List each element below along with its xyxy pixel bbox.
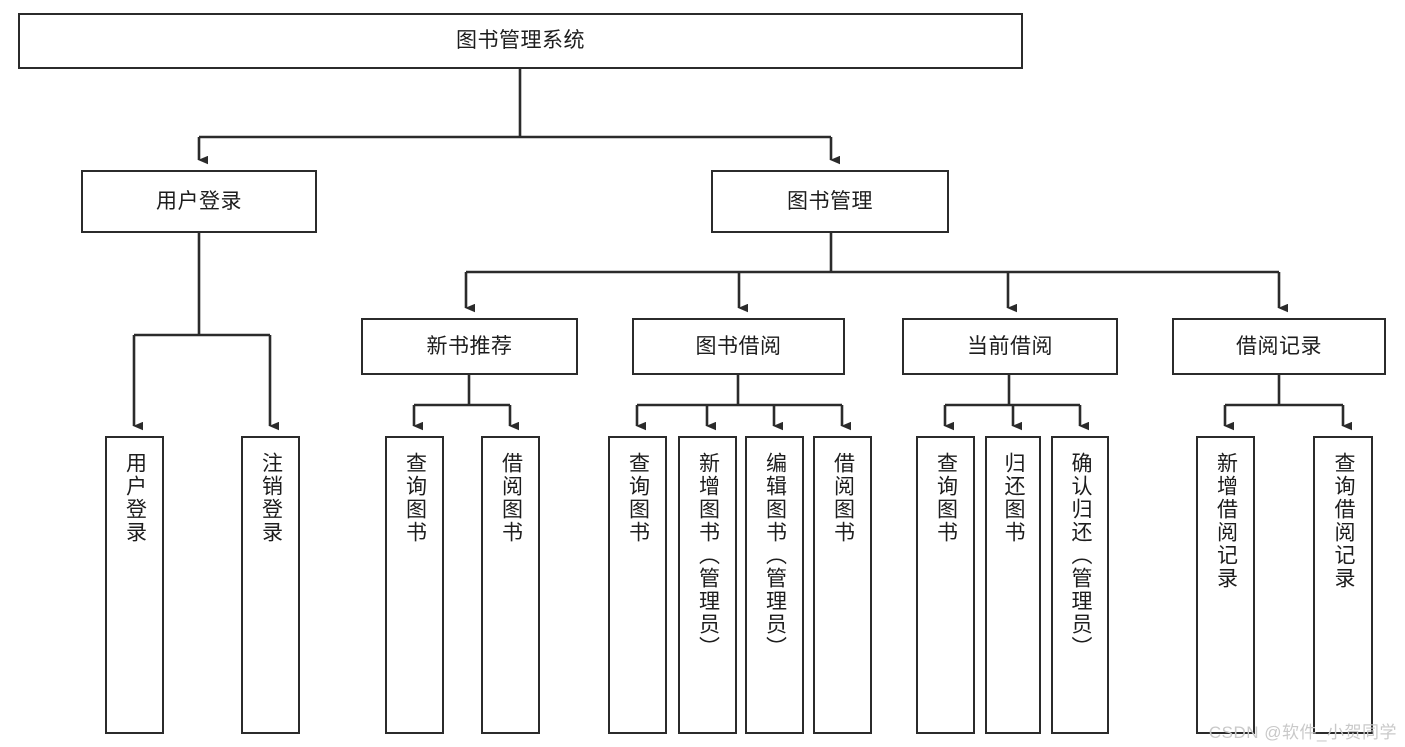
node-leaf-label: 归还图书 — [1002, 452, 1026, 544]
connector-new-book-rec-to-leaves — [412, 375, 519, 431]
connector-borrow-record-to-leaves — [1223, 375, 1352, 431]
node-book-borrow-label: 图书借阅 — [695, 334, 782, 358]
node-leaf-label: 编辑图书（管理员） — [763, 452, 787, 659]
csdn-watermark: CSDN @软件_小贺同学 — [1208, 723, 1397, 742]
node-root-system[interactable]: 图书管理系统 — [18, 13, 1023, 69]
node-new-book-recommend-label: 新书推荐 — [426, 334, 513, 358]
node-leaf-label: 新增图书（管理员） — [696, 452, 720, 659]
node-leaf-label: 注销登录 — [259, 452, 283, 544]
connector-book-borrow-to-leaves — [635, 375, 851, 431]
node-leaf-label: 查询图书 — [934, 452, 958, 544]
node-book-management[interactable]: 图书管理 — [711, 170, 949, 233]
node-leaf-label: 查询借阅记录 — [1332, 452, 1356, 590]
node-leaf-borrow-book-rec[interactable]: 借阅图书 — [481, 436, 540, 734]
node-leaf-label: 借阅图书 — [499, 452, 523, 544]
node-leaf-confirm-return-admin[interactable]: 确认归还（管理员） — [1051, 436, 1109, 734]
node-leaf-edit-book-admin[interactable]: 编辑图书（管理员） — [745, 436, 804, 734]
node-new-book-recommend[interactable]: 新书推荐 — [361, 318, 578, 375]
node-leaf-query-book-rec[interactable]: 查询图书 — [385, 436, 444, 734]
node-leaf-label: 用户登录 — [123, 452, 147, 544]
node-leaf-return-book[interactable]: 归还图书 — [985, 436, 1041, 734]
connector-book-mgmt-to-level2 — [464, 233, 1288, 313]
node-user-login[interactable]: 用户登录 — [81, 170, 317, 233]
node-borrow-record[interactable]: 借阅记录 — [1172, 318, 1386, 375]
node-leaf-label: 查询图书 — [626, 452, 650, 544]
node-leaf-add-borrow-record[interactable]: 新增借阅记录 — [1196, 436, 1255, 734]
node-leaf-label: 查询图书 — [403, 452, 427, 544]
node-leaf-logout[interactable]: 注销登录 — [241, 436, 300, 734]
node-leaf-user-login[interactable]: 用户登录 — [105, 436, 164, 734]
connector-current-borrow-to-leaves — [943, 375, 1089, 431]
node-current-borrow-label: 当前借阅 — [967, 334, 1053, 358]
node-leaf-label: 借阅图书 — [831, 452, 855, 544]
node-leaf-add-book-admin[interactable]: 新增图书（管理员） — [678, 436, 737, 734]
node-leaf-query-book[interactable]: 查询图书 — [608, 436, 667, 734]
node-borrow-record-label: 借阅记录 — [1236, 334, 1322, 358]
node-book-borrow[interactable]: 图书借阅 — [632, 318, 845, 375]
connector-root-to-level1 — [197, 69, 840, 165]
node-book-management-label: 图书管理 — [787, 189, 873, 213]
node-leaf-query-borrow-record[interactable]: 查询借阅记录 — [1313, 436, 1373, 734]
node-leaf-label: 新增借阅记录 — [1214, 452, 1238, 590]
connector-user-login-to-leaves — [132, 233, 279, 431]
node-user-login-label: 用户登录 — [156, 189, 242, 213]
node-leaf-borrow-book[interactable]: 借阅图书 — [813, 436, 872, 734]
node-leaf-label: 确认归还（管理员） — [1069, 452, 1093, 659]
node-leaf-query-book-current[interactable]: 查询图书 — [916, 436, 975, 734]
node-root-label: 图书管理系统 — [456, 29, 585, 53]
node-current-borrow[interactable]: 当前借阅 — [902, 318, 1118, 375]
